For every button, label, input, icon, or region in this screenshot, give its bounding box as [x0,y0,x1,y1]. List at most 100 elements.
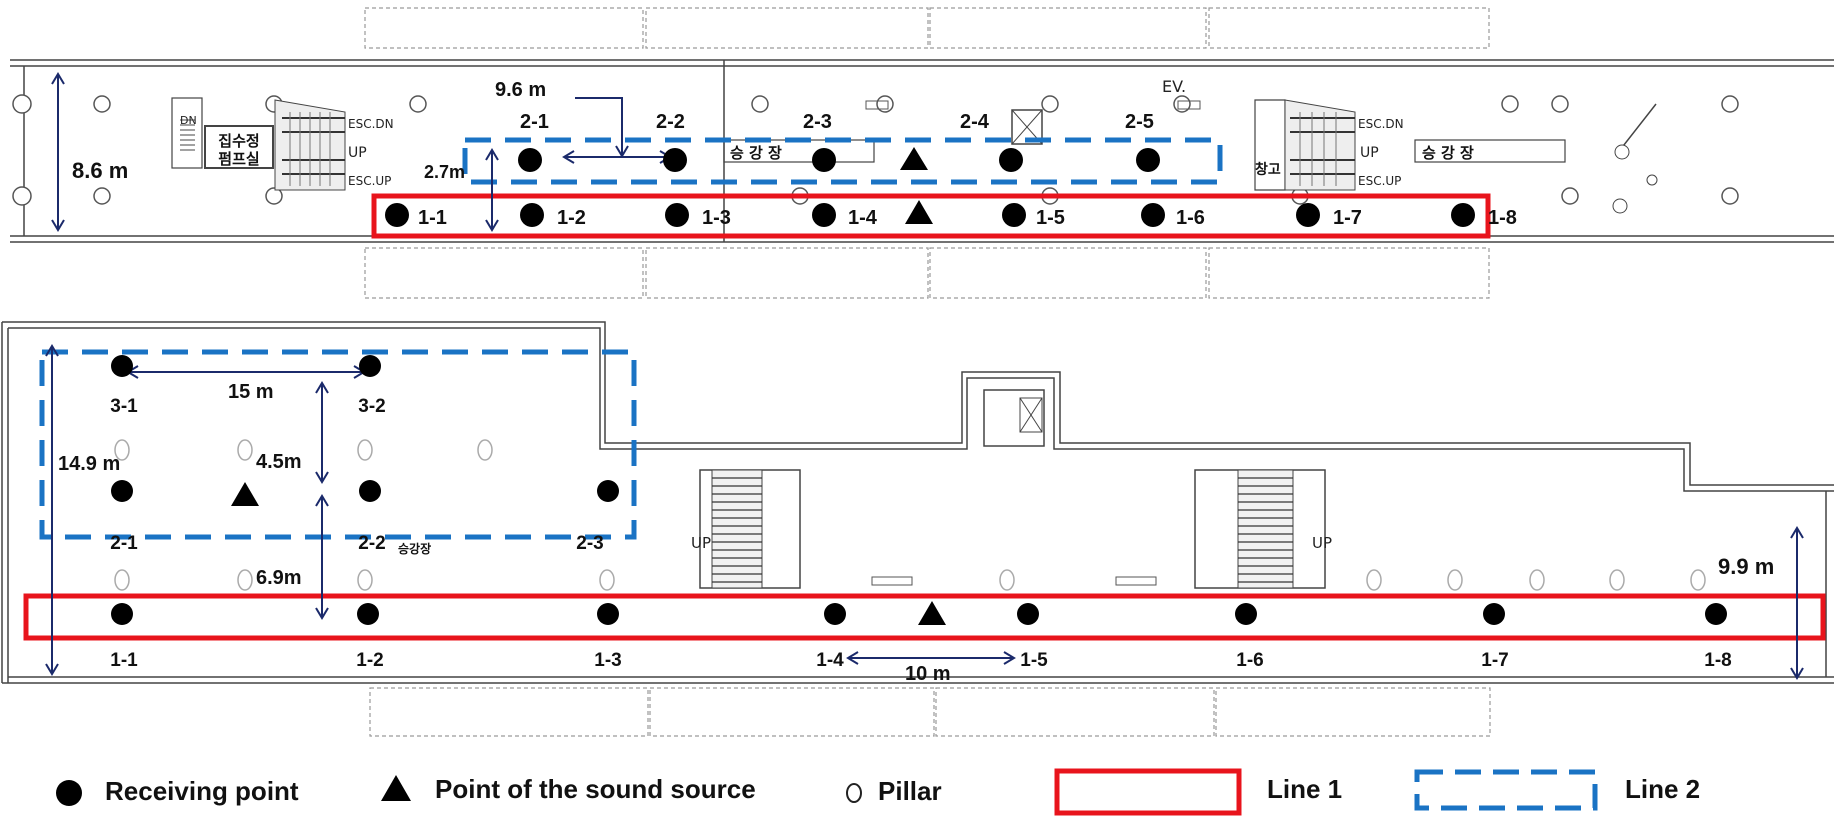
receiving-point [812,148,836,172]
legend-source-marker [381,775,411,801]
receiving-point-label: 2-1 [110,533,138,554]
esc-dn-label-right: ESC.DN [1358,117,1404,131]
bottom-dim-10: 10 m [905,663,951,685]
receiving-point-label: 2-1 [520,111,549,133]
receiving-point-label: 1-3 [594,650,621,671]
bottom-source-line2 [231,482,259,506]
up-label-right: UP [1360,145,1379,161]
bottom-pillars [114,439,1706,591]
top-pillars [12,94,1739,206]
bottom-stairs-right: UP [1194,469,1332,589]
top-source-line1 [905,200,933,224]
receiving-point-label: 1-3 [702,207,731,229]
receiving-point-label: 1-5 [1036,207,1065,229]
receiving-point-label: 2-3 [803,111,832,133]
bottom-stairs-left: UP [691,469,801,589]
small-mark-b [1177,100,1201,110]
small-mark-a [865,100,889,110]
receiving-point [665,203,689,227]
receiving-point-label: 1-2 [356,650,383,671]
bottom-mark-a [871,576,913,586]
bottom-dim-height: 14.9 m [58,453,120,475]
bottom-line1-box [23,593,1826,641]
legend-line1-label: Line 1 [1267,774,1342,804]
esc-up-label-right: ESC.UP [1358,174,1401,188]
receiving-point [1141,203,1165,227]
legend-receiving-marker [56,780,82,806]
platform-text-a: 승 강 장 [730,144,782,162]
receiving-point [359,480,381,502]
legend-pillar-label: Pillar [878,776,942,806]
receiving-point-label: 1-2 [557,207,586,229]
receiving-point [111,355,133,377]
legend-receiving-label: Receiving point [105,776,299,806]
bottom-up-right: UP [1312,534,1332,552]
receiving-point [999,148,1023,172]
receiving-point-label: 1-6 [1176,207,1205,229]
receiving-point [1296,203,1320,227]
esc-dn-label: ESC.DN [348,117,394,131]
top-right-device [1612,103,1658,214]
bottom-dimension-arrows [45,344,1804,680]
top-floor-plan: DN 집수정 펌프실 ESC.DN UP ESC.UP 승 강 장 승 강 장 … [10,7,1834,299]
receiving-point [663,148,687,172]
legend-line2-marker [1414,769,1598,811]
top-dim-offset: 2.7m [424,162,465,182]
receiving-point-label: 1-1 [418,207,447,229]
room-label-1: 집수정 [218,132,259,150]
bottom-elevator [983,389,1045,447]
receiving-point [1136,148,1160,172]
receiving-point [359,355,381,377]
legend: Receiving point Point of the sound sourc… [56,768,1700,816]
room-label-2: 펌프실 [218,150,259,168]
bottom-platform-kr: 승강장 [398,542,431,556]
receiving-point [824,603,846,625]
receiving-point-label: 2-5 [1125,111,1154,133]
top-line1-box [371,193,1491,239]
receiving-point [111,603,133,625]
legend-source-label: Point of the sound source [435,774,756,804]
receiving-point-label: 1-7 [1481,650,1508,671]
receiving-point-label: 1-7 [1333,207,1362,229]
bottom-dim-99: 9.9 m [1718,554,1774,579]
legend-line1-marker [1054,768,1242,816]
top-dim-spacing: 9.6 m [495,79,546,101]
receiving-point-label: 2-2 [358,533,385,554]
top-side-boxes [364,7,1490,299]
platform-sign-b [1414,139,1566,163]
top-left-escalator: DN 집수정 펌프실 ESC.DN UP ESC.UP [171,97,394,191]
esc-up-label: ESC.UP [348,174,391,188]
receiving-point [597,480,619,502]
receiving-point [1017,603,1039,625]
receiving-point [1235,603,1257,625]
bottom-walls [1,321,1834,684]
receiving-point [1483,603,1505,625]
legend-pillar-marker [846,783,862,803]
bottom-line2-box [39,349,637,540]
bottom-dim-15: 15 m [228,381,274,403]
receiving-point-label: 2-4 [960,111,990,133]
receiving-point [111,480,133,502]
receiving-point-label: 1-4 [816,650,844,671]
bottom-up-left: UP [691,534,711,552]
top-dim-height: 8.6 m [72,158,128,183]
receiving-point-label: 3-2 [358,396,385,417]
receiving-point [1705,603,1727,625]
receiving-point [1451,203,1475,227]
receiving-point-label: 1-1 [110,650,138,671]
receiving-point [518,148,542,172]
bottom-floor-plan: UP UP 승강장 [1,321,1834,737]
top-source-line2 [900,147,928,170]
receiving-point-label: 2-3 [576,533,603,554]
receiving-point [520,203,544,227]
bottom-dim-69: 6.9m [256,567,302,589]
platform-text-b: 승 강 장 [1422,144,1474,162]
ev-label: EV. [1162,77,1186,96]
receiving-point [597,603,619,625]
up-label: UP [348,145,367,161]
